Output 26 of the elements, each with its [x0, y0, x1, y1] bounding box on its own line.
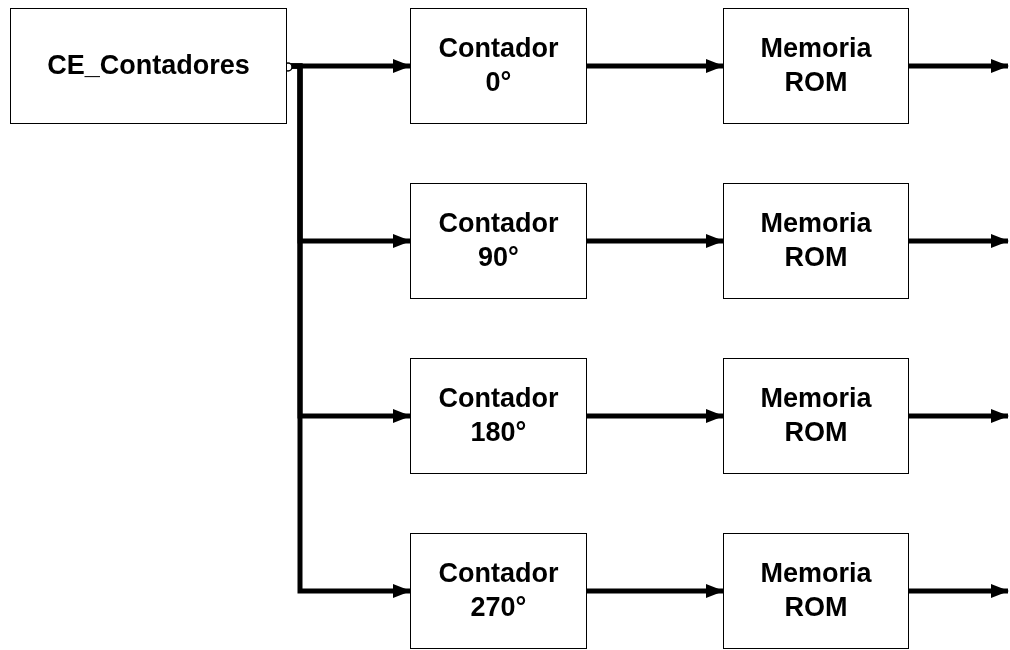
- process-box: [723, 8, 909, 124]
- box-label: Memoria ROM: [759, 382, 873, 449]
- arrow: [909, 234, 1009, 248]
- process-box: [723, 358, 909, 474]
- process-box: [723, 533, 909, 649]
- process-box: [723, 183, 909, 299]
- arrow: [587, 584, 724, 598]
- process-box: [410, 8, 587, 124]
- process-box: [410, 358, 587, 474]
- arrow: [587, 59, 724, 73]
- box-label: Contador 90°: [437, 207, 560, 274]
- box-label: Memoria ROM: [759, 557, 873, 624]
- process-box: [410, 533, 587, 649]
- box-label: Memoria ROM: [759, 207, 873, 274]
- box-label: Contador 270°: [437, 557, 560, 624]
- process-box: [410, 183, 587, 299]
- box-label: CE_Contadores: [47, 49, 250, 83]
- box-label: Contador 180°: [437, 382, 560, 449]
- box-label: Memoria ROM: [759, 32, 873, 99]
- box-label: Contador 0°: [437, 32, 560, 99]
- process-box: [10, 8, 287, 124]
- arrow: [909, 59, 1009, 73]
- arrow: [587, 409, 724, 423]
- arrow: [909, 409, 1009, 423]
- arrow: [909, 584, 1009, 598]
- arrow: [587, 234, 724, 248]
